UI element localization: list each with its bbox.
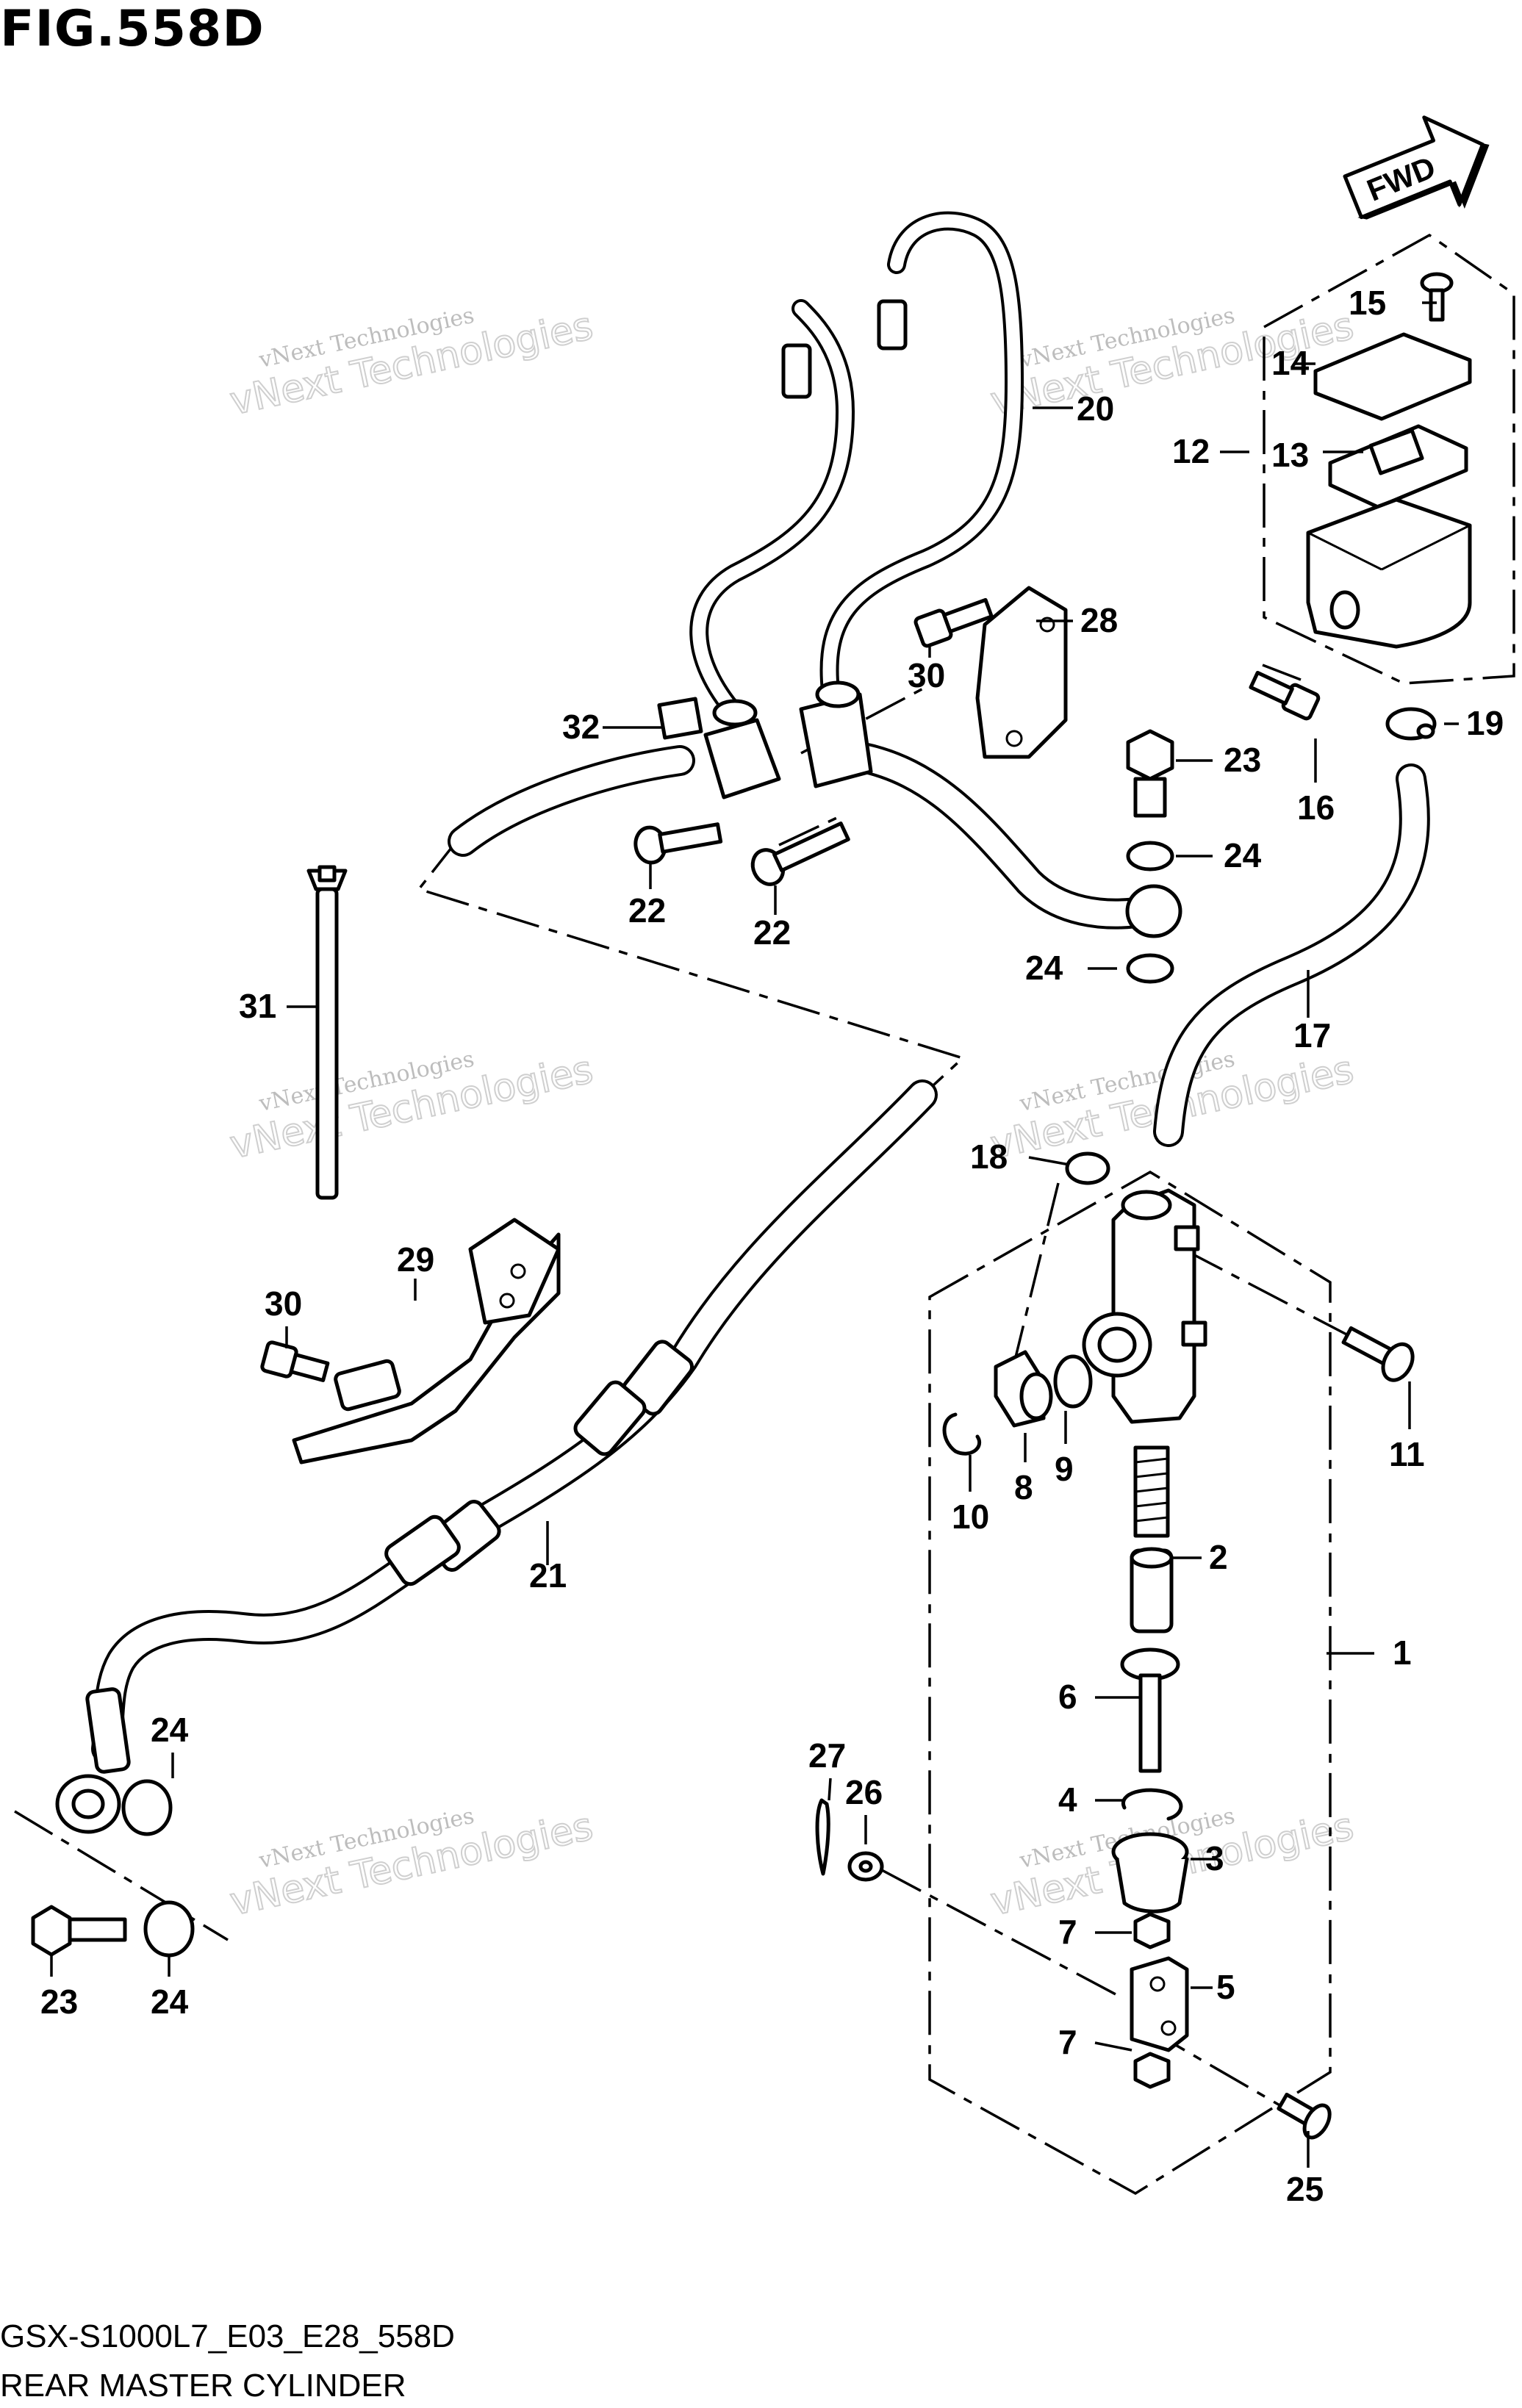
callout-29: 29: [397, 1240, 434, 1279]
ref-line-16: [1262, 664, 1302, 681]
callout-22-left: 22: [628, 891, 666, 930]
callout-28: 28: [1080, 601, 1118, 639]
callout-30-upper: 30: [908, 656, 945, 694]
figure-title: FIG.558D: [0, 0, 265, 58]
callout-24-a: 24: [1224, 836, 1262, 874]
bolt-22-right: [750, 822, 850, 886]
callout-16: 16: [1297, 788, 1335, 827]
washer-26: [847, 1851, 884, 1882]
bolt-30-lower: [260, 1340, 330, 1382]
master-cylinder-group-box: [928, 1170, 1332, 2196]
bolt-16: [1249, 670, 1321, 721]
cotter-pin-27: [815, 1798, 830, 1876]
push-rod-6: [1120, 1647, 1180, 1773]
watermark-top-left: vNext Technologies vNext Technologies: [226, 303, 597, 425]
ref-line-11: [1182, 1248, 1353, 1339]
reservoir-group-box: [1263, 233, 1515, 685]
callout-8: 8: [1014, 1468, 1033, 1506]
callout-3: 3: [1205, 1839, 1224, 1877]
brake-union: [657, 680, 873, 799]
clamp-18: [1065, 1151, 1110, 1185]
banjo-bolt-23-upper: [1126, 729, 1174, 984]
snap-ring-4: [1121, 1788, 1183, 1821]
callout-23-lower: 23: [40, 1983, 78, 2021]
bracket-29: [292, 1218, 561, 1464]
callout-21: 21: [529, 1556, 567, 1595]
reservoir-cap-14: [1313, 332, 1472, 421]
fwd-arrow-icon: FWD: [1343, 115, 1490, 220]
ref-line-26: [881, 1869, 1118, 1997]
callout-labels: 1 2 3 4 5 6 7 7 8 9 10 11 12 13 14 15 16…: [40, 284, 1504, 2208]
callout-9: 9: [1055, 1450, 1074, 1488]
nut-7-lower: [1133, 2052, 1171, 2089]
callout-24-d: 24: [151, 1983, 189, 2021]
callout-2: 2: [1209, 1538, 1228, 1576]
callout-22-right: 22: [753, 913, 791, 952]
clevis-pin-25: [1277, 2092, 1332, 2140]
nut-7-upper: [1133, 1912, 1171, 1949]
o-ring-9: [1053, 1354, 1093, 1409]
bolt-22-left: [633, 822, 723, 865]
bracket-28: [975, 586, 1068, 759]
brake-pipe-20: [689, 211, 1024, 722]
callout-11: 11: [1389, 1435, 1425, 1473]
ref-line-22: [778, 814, 842, 847]
label-plate-32: [657, 697, 703, 740]
callout-24-c: 24: [151, 1711, 189, 1749]
reservoir-assembly: [1306, 272, 1472, 649]
watermark-mid-left: vNext Technologies vNext Technologies: [226, 1046, 597, 1168]
callout-32: 32: [562, 708, 600, 746]
clamp-19: [1385, 707, 1437, 741]
callout-6: 6: [1058, 1678, 1077, 1716]
brake-hose-21: [55, 1079, 938, 1834]
cable-tie-31: [306, 865, 348, 1200]
ref-line-18: [1013, 1182, 1060, 1364]
boot-3: [1111, 1832, 1189, 1913]
callout-1: 1: [1393, 1634, 1412, 1672]
callout-20: 20: [1077, 389, 1114, 428]
callout-30-lower: 30: [265, 1284, 302, 1323]
washer-24-b: [1126, 953, 1174, 984]
callout-7-upper: 7: [1058, 1913, 1077, 1951]
callout-31: 31: [239, 987, 276, 1025]
washer-24-c: [143, 1900, 195, 1958]
callout-12: 12: [1172, 432, 1210, 470]
reservoir-hose-17: [1153, 763, 1430, 1147]
callout-14: 14: [1271, 344, 1310, 382]
banjo-bolt-23-lower: [31, 1779, 195, 1958]
screw-15: [1420, 272, 1454, 322]
callout-25: 25: [1286, 2170, 1324, 2208]
upper-brake-hose: [448, 741, 1182, 938]
callout-7-lower: 7: [1058, 2023, 1077, 2061]
callout-19: 19: [1466, 704, 1504, 742]
callout-13: 13: [1271, 436, 1309, 474]
master-cylinder-body-1: [1082, 1188, 1207, 1424]
circlip-10: [942, 1412, 982, 1456]
callout-23-upper: 23: [1224, 741, 1261, 779]
callout-26: 26: [845, 1773, 883, 1811]
hose-connector-8: [994, 1350, 1053, 1428]
bolt-30-upper: [913, 597, 994, 648]
callout-5: 5: [1216, 1968, 1235, 2006]
reference-lines: [14, 233, 1515, 2196]
screw-11: [1341, 1326, 1415, 1382]
figure-code: GSX-S1000L7_E03_E28_558D: [0, 2318, 455, 2354]
callout-4: 4: [1058, 1780, 1077, 1819]
reservoir-body-12: [1306, 497, 1472, 649]
watermark-bottom-left: vNext Technologies vNext Technologies: [226, 1803, 597, 1925]
piston-assembly-2: [1130, 1445, 1174, 1634]
callout-18: 18: [970, 1137, 1008, 1176]
callout-10: 10: [952, 1498, 989, 1536]
callout-24-b: 24: [1025, 949, 1063, 987]
hose-break-line: [417, 836, 966, 1104]
clevis-5: [1130, 1956, 1189, 2052]
washer-24-a: [1126, 841, 1174, 871]
callout-17: 17: [1293, 1016, 1331, 1054]
callout-15: 15: [1349, 284, 1386, 322]
callout-27: 27: [808, 1736, 846, 1775]
washer-24-d: [121, 1779, 173, 1836]
leader-lines: [50, 301, 1459, 2168]
figure-name: REAR MASTER CYLINDER: [0, 2368, 406, 2404]
